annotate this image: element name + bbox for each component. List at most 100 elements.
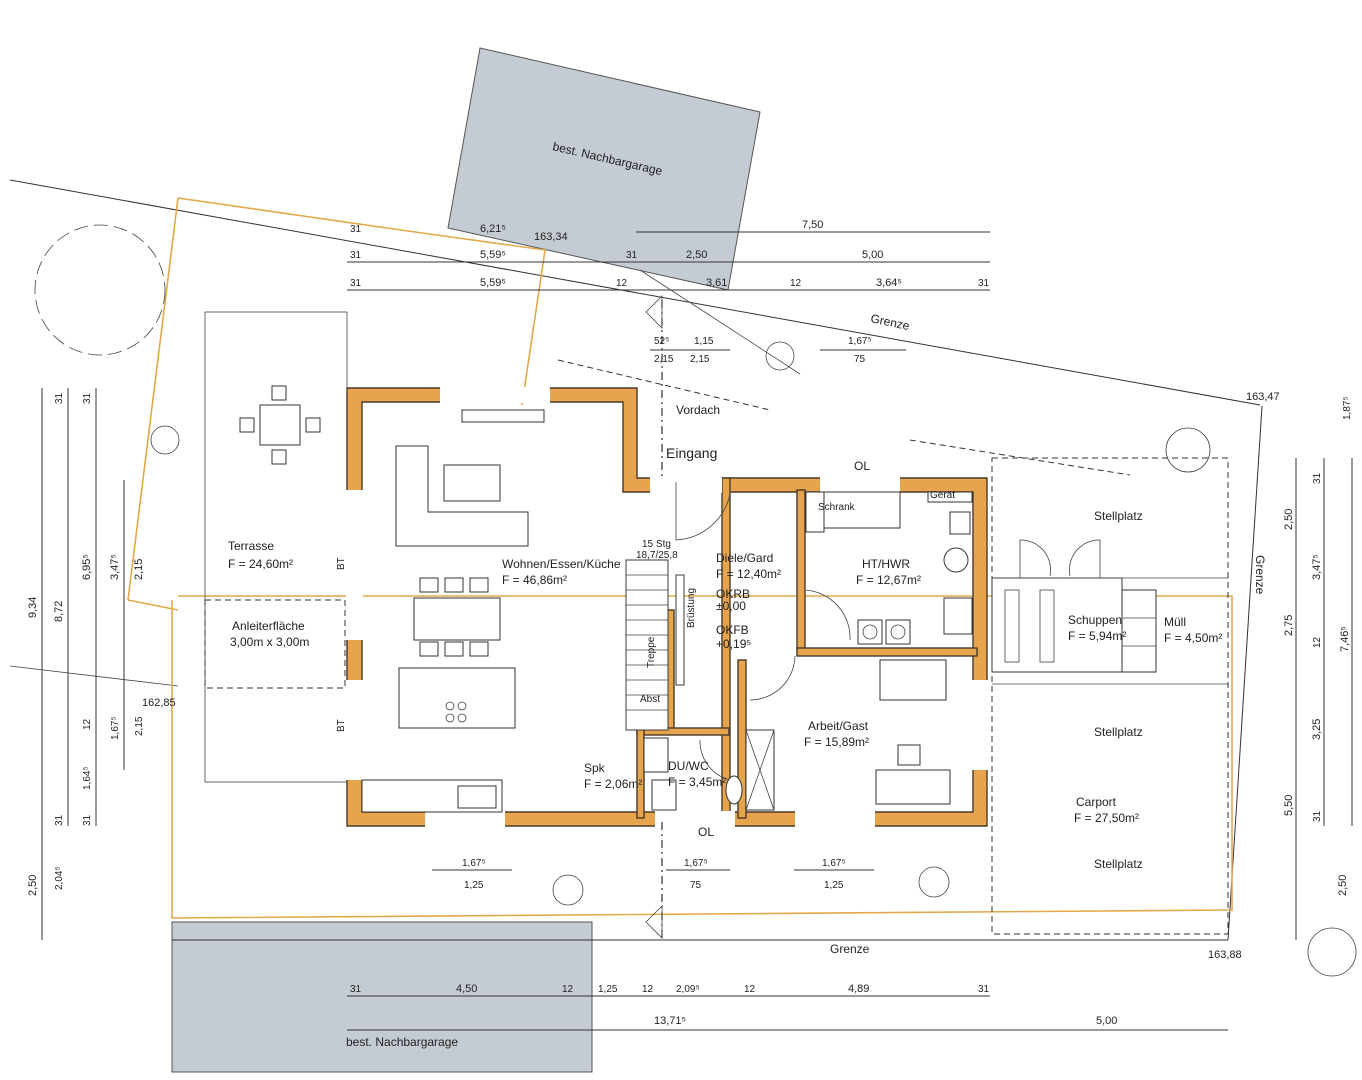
wc-icon [651, 779, 677, 811]
carport-area [991, 457, 1229, 935]
washbasin-icon [725, 775, 743, 805]
room-carport-name: Carport [1076, 795, 1117, 809]
dim-right-2: 31 [1312, 472, 1323, 484]
dim-top-12: 12 [616, 278, 628, 289]
dim-left-4: 3,47⁵ [109, 554, 121, 580]
tv-board [461, 409, 545, 423]
setback-left-2 [127, 599, 179, 611]
elevation-1: 163,34 [534, 231, 568, 243]
staircase [625, 559, 669, 731]
dim-top-6: 5,59⁵ [480, 277, 506, 289]
room-spk-name: Spk [584, 761, 606, 775]
dim-left-10: 2,15 [134, 716, 145, 736]
section-arrow-bottom [645, 905, 663, 939]
dim-right-6: 12 [1312, 636, 1323, 648]
dim-right-7: 3,25 [1311, 719, 1323, 740]
dim-left-2: 8,72 [53, 601, 65, 622]
dim-top-4: 2,50 [686, 249, 707, 261]
door-swing-entrance [675, 482, 731, 541]
opening-bottom-2 [655, 811, 735, 827]
dim-bottom-3: 1,67⁵ [684, 858, 708, 869]
dim-top-1: 6,21⁵ [480, 223, 506, 235]
label-grenze-top: Grenze [869, 311, 911, 333]
room-arbeit-name: Arbeit/Gast [808, 719, 869, 733]
dim-bottom-14: 4,89 [848, 983, 869, 995]
label-terrasse-area: F = 24,60m² [228, 557, 293, 571]
dim-left-8: 12 [82, 718, 93, 730]
dim-top-16: 52⁵ [654, 336, 669, 347]
dining-chairs [419, 577, 489, 657]
tree-circle-right-bottom [1307, 927, 1357, 977]
label-okfb: OKFB [716, 623, 749, 637]
opening-top [440, 387, 550, 403]
opening-left-1 [346, 490, 363, 640]
dim-bottom-2: 1,25 [464, 880, 484, 891]
dim-bottom-7: 31 [350, 984, 362, 995]
shrub-2 [765, 341, 795, 371]
stove-icon [445, 701, 467, 723]
dim-top-10: 31 [350, 278, 362, 289]
dim-top-17: 1,15 [694, 336, 714, 347]
door-swing-ht [804, 589, 851, 641]
dim-top-9: 31 [350, 250, 362, 261]
opening-bottom-1 [425, 811, 505, 827]
wardrobe-cross-2 [745, 729, 775, 811]
label-eingang: Eingang [666, 445, 717, 461]
ht-shelf [943, 597, 973, 635]
label-stellplatz-1: Stellplatz [1094, 509, 1143, 523]
dim-top-11: 31 [626, 250, 638, 261]
dim-bottom-8: 4,50 [456, 983, 477, 995]
coffee-table [443, 464, 501, 502]
dim-left-3: 6,95⁵ [81, 554, 93, 580]
label-bt-1: BT [336, 557, 347, 570]
label-grenze-right: Grenze [1253, 555, 1267, 595]
dim-bottom-12: 2,09⁵ [676, 984, 700, 995]
dim-left-5: 2,15 [133, 559, 145, 580]
dim-top-18: 2,15 [654, 354, 674, 365]
dim-left-15: 2,04⁵ [54, 866, 65, 890]
opening-bottom-3 [795, 811, 875, 827]
dim-right-4: 7,46⁵ [1339, 626, 1351, 652]
section-arrow-top [645, 295, 663, 329]
dim-bottom-1: 1,67⁵ [462, 858, 486, 869]
room-arbeit-area: F = 15,89m² [804, 735, 869, 749]
dim-top-3: 5,59⁵ [480, 249, 506, 261]
dim-right-9: 31 [1312, 810, 1323, 822]
dim-right-8: 5,50 [1283, 795, 1295, 816]
label-schrank: Schrank [818, 502, 856, 513]
label-vordach: Vordach [676, 403, 720, 417]
dim-top-2: 7,50 [802, 219, 823, 231]
property-boundary-right [1227, 405, 1263, 941]
label-stellplatz-3: Stellplatz [1094, 857, 1143, 871]
terrace-table [239, 385, 321, 465]
dim-left-14: 2,50 [27, 875, 39, 896]
sink [457, 785, 497, 809]
desk [875, 769, 951, 805]
dim-bottom-11: 12 [642, 984, 654, 995]
dim-left-13: 31 [82, 814, 93, 826]
brustung-wall [675, 574, 685, 686]
dim-top-20: 1,67⁵ [848, 336, 872, 347]
washer-dryer-icon [857, 619, 911, 645]
tree-circle-right-top [1165, 427, 1211, 473]
label-treppe: Treppe [646, 636, 657, 668]
room-muell-name: Müll [1164, 615, 1186, 629]
dim-top-5: 5,00 [862, 249, 883, 261]
ht-cabinet-left [805, 491, 825, 533]
dim-top-15: 31 [978, 278, 990, 289]
property-boundary-top [9, 179, 1261, 406]
dim-left-11: 1,64⁵ [82, 766, 93, 790]
door-swing-arbeit [749, 655, 796, 701]
dim-left-12: 31 [54, 814, 65, 826]
label-anleiter-area: 3,00m x 3,00m [230, 635, 309, 649]
shrub-1 [150, 425, 180, 455]
dim-left-1: 9,34 [27, 597, 39, 618]
room-spk-area: F = 2,06m² [584, 777, 642, 791]
schuppen [991, 577, 1123, 673]
label-okrb-val: ±0,00 [716, 599, 746, 613]
room-diele-name: Diele/Gard [716, 551, 773, 565]
gast-sofa [879, 659, 947, 701]
label-okfb-val: +0,19⁵ [716, 637, 751, 651]
dim-bottom-16: 13,71⁵ [654, 1015, 686, 1027]
dim-right-3: 3,47⁵ [1311, 554, 1323, 580]
